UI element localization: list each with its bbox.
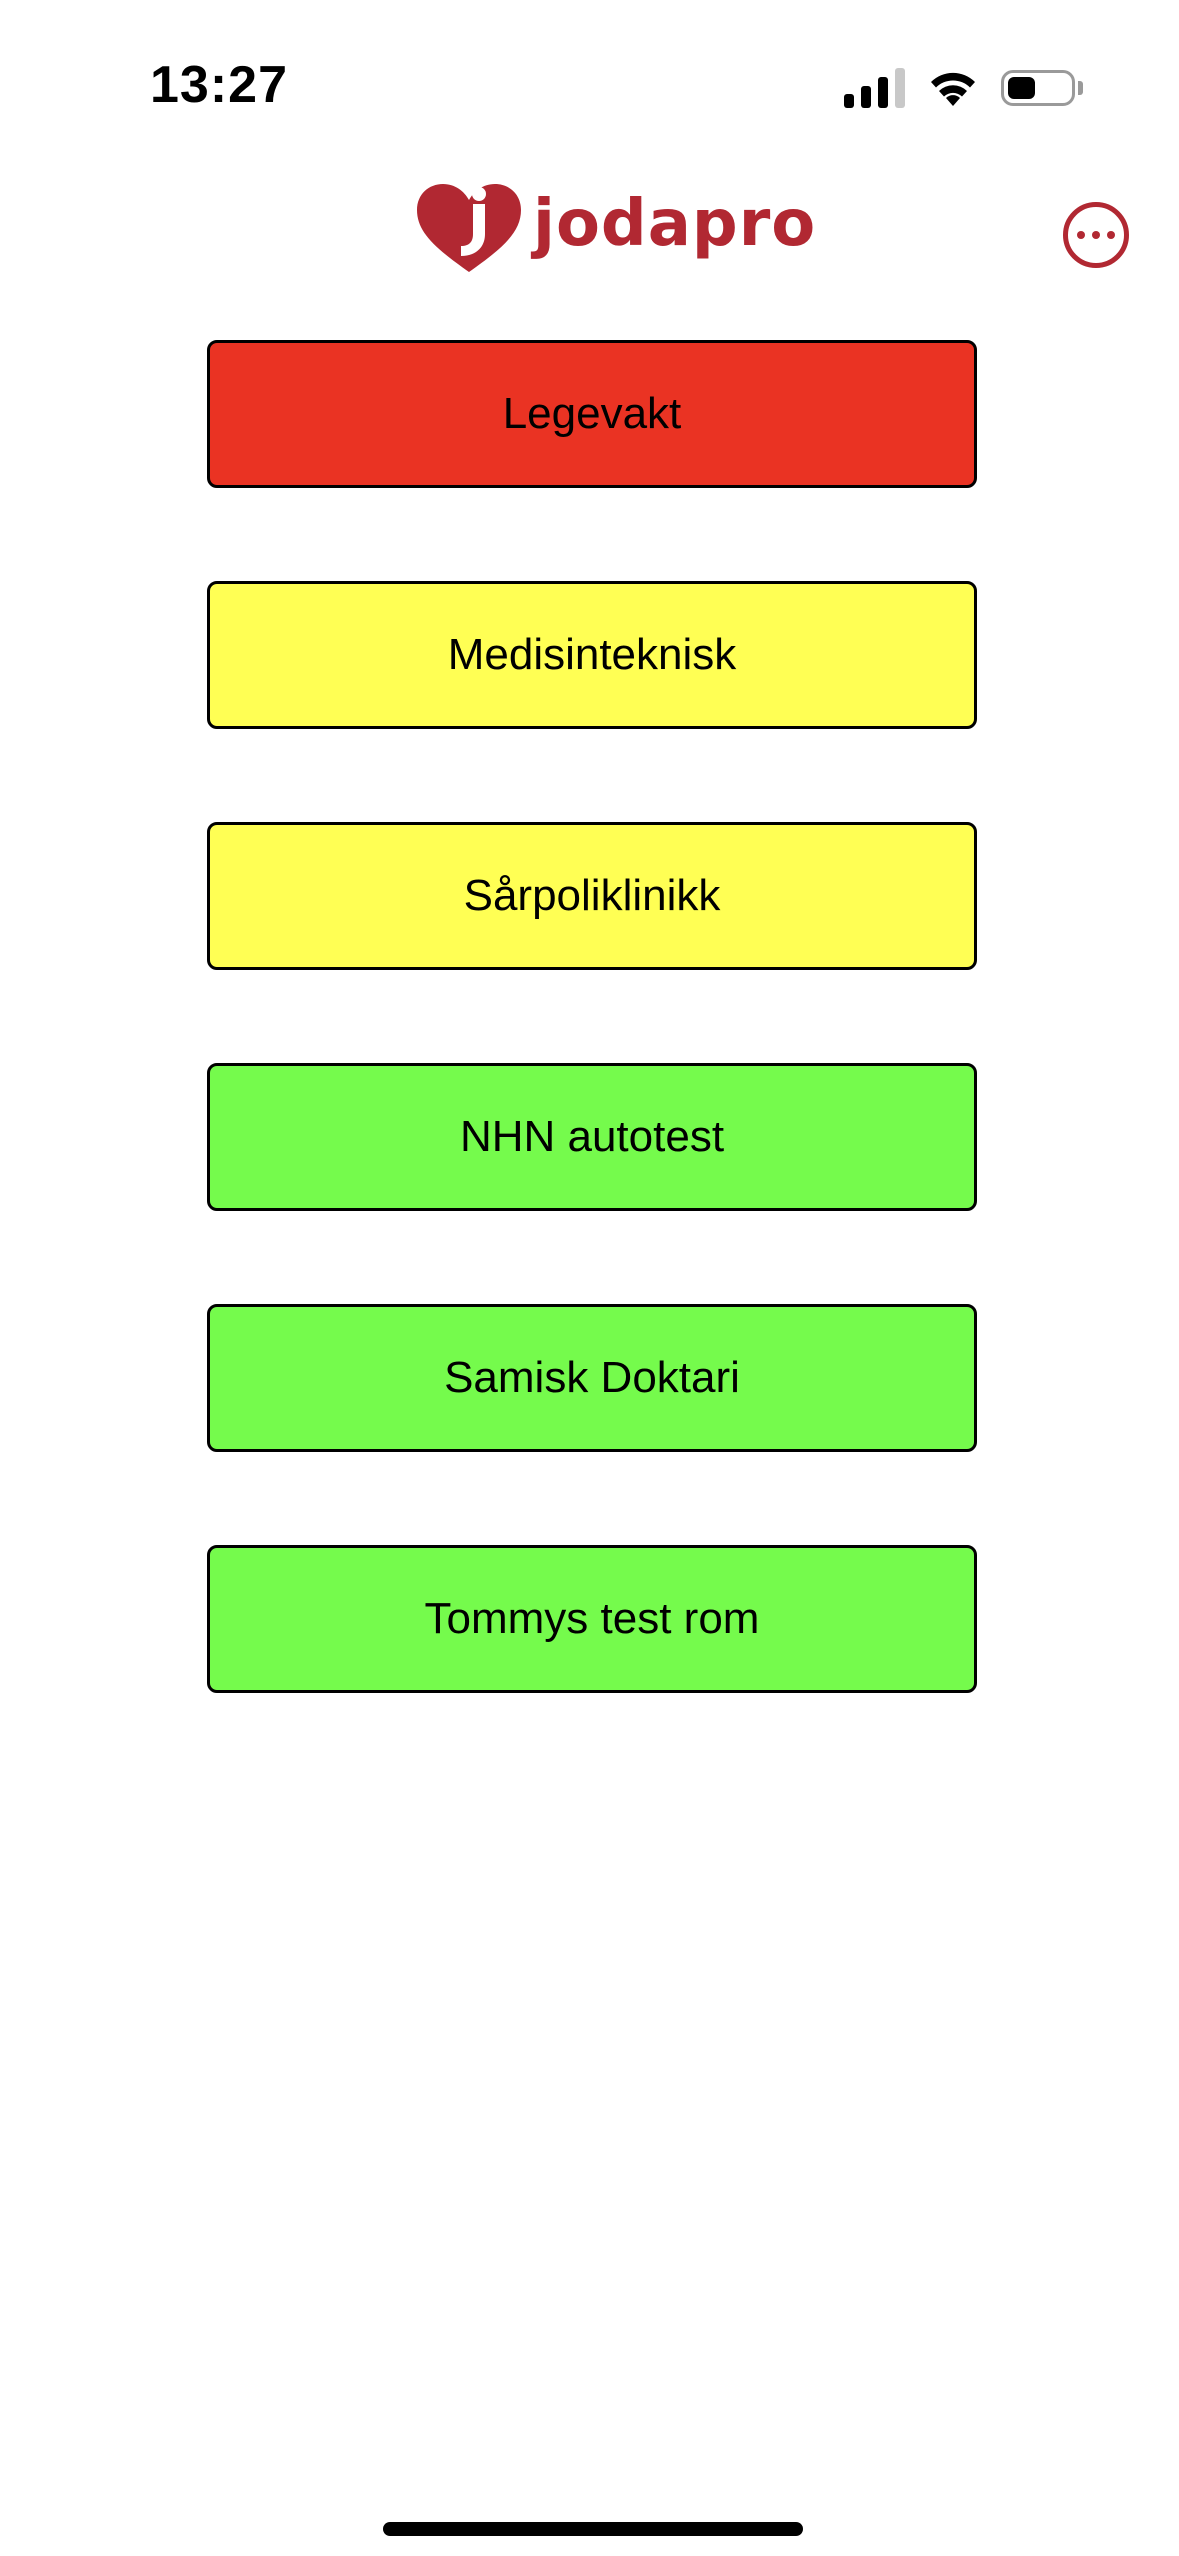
home-indicator[interactable] xyxy=(383,2522,803,2536)
status-time: 13:27 xyxy=(150,56,288,114)
room-label: Tommys test rom xyxy=(424,1594,760,1643)
ellipsis-circle-icon xyxy=(1077,231,1085,239)
more-options-button[interactable] xyxy=(1063,202,1129,268)
room-button-sarpoliklinikk[interactable]: Sårpoliklinikk xyxy=(207,822,977,970)
status-bar: 13:27 xyxy=(0,0,1179,160)
room-label: Samisk Doktari xyxy=(444,1353,740,1402)
jodapro-logo: jodapro xyxy=(415,182,816,274)
room-button-legevakt[interactable]: Legevakt xyxy=(207,340,977,488)
ellipsis-dot xyxy=(1092,231,1100,239)
room-label: Legevakt xyxy=(502,389,682,438)
battery-icon xyxy=(1001,70,1083,106)
room-button-medisinteknisk[interactable]: Medisinteknisk xyxy=(207,581,977,729)
room-list: Legevakt Medisinteknisk Sårpoliklinikk N… xyxy=(207,340,977,1786)
room-button-tommys-test-rom[interactable]: Tommys test rom xyxy=(207,1545,977,1693)
room-label: NHN autotest xyxy=(459,1112,725,1161)
room-button-nhn-autotest[interactable]: NHN autotest xyxy=(207,1063,977,1211)
room-button-samisk-doktari[interactable]: Samisk Doktari xyxy=(207,1304,977,1452)
logo-text: jodapro xyxy=(533,187,817,261)
battery-level xyxy=(1008,77,1035,99)
battery-cap xyxy=(1078,81,1083,95)
heart-logo-icon xyxy=(415,182,523,274)
room-label: Sårpoliklinikk xyxy=(463,871,721,920)
room-label: Medisinteknisk xyxy=(447,630,737,679)
status-icons xyxy=(844,64,1083,112)
wifi-icon xyxy=(927,68,979,108)
ellipsis-dot xyxy=(1107,231,1115,239)
signal-icon xyxy=(844,68,905,108)
app-header: jodapro xyxy=(0,160,1179,310)
battery-body xyxy=(1001,70,1075,106)
